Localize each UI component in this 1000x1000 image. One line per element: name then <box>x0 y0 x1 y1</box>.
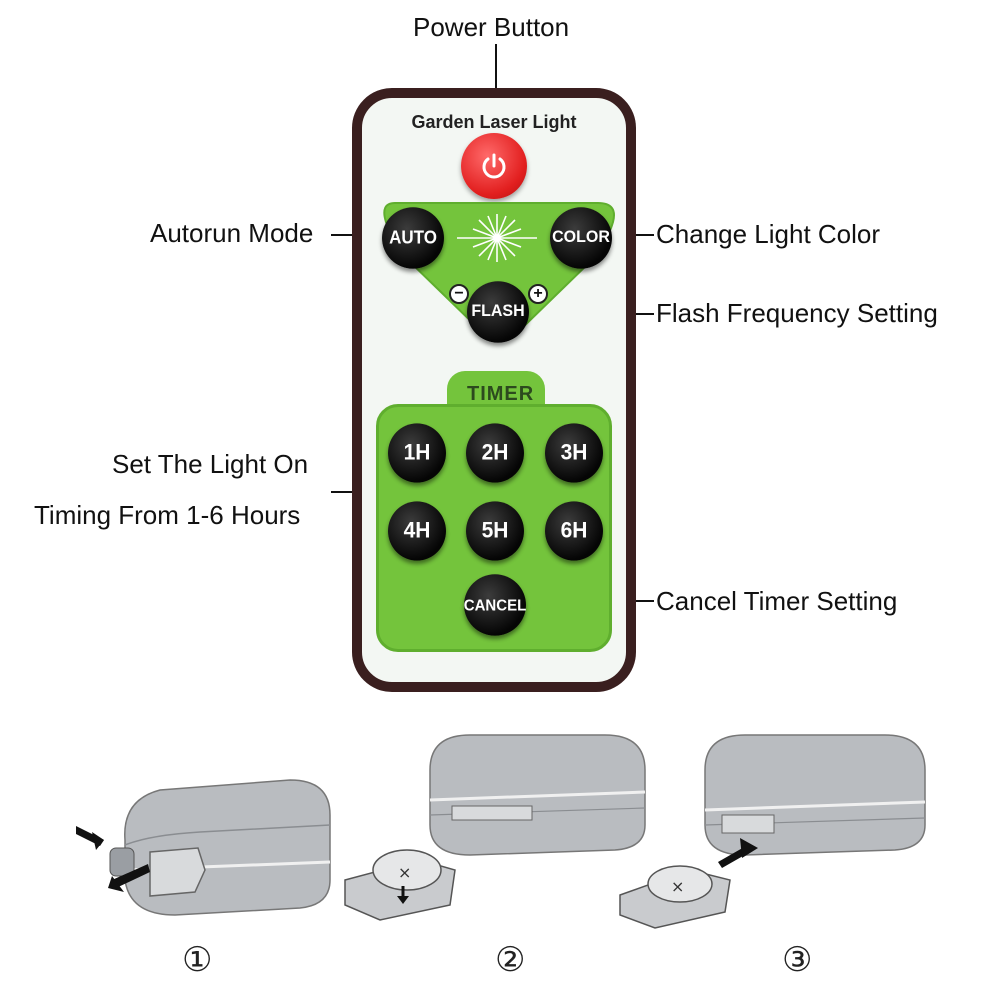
flash-button[interactable]: FLASH <box>467 281 529 343</box>
svg-text:×: × <box>398 863 411 882</box>
change-color-leader-line <box>618 234 654 236</box>
step-1-number: ① <box>182 940 213 980</box>
minus-glyph: − <box>454 285 464 302</box>
flash-minus-icon[interactable]: − <box>449 284 469 304</box>
timer-4h-button[interactable]: 4H <box>388 501 446 561</box>
timer-title: TIMER <box>467 383 535 405</box>
timer-5h-button[interactable]: 5H <box>466 501 524 561</box>
power-icon <box>482 153 506 179</box>
flash-frequency-label: Flash Frequency Setting <box>656 298 938 328</box>
power-button-label: Power Button <box>413 12 570 42</box>
change-light-color-label: Change Light Color <box>656 219 881 249</box>
timer-3h-button[interactable]: 3H <box>545 423 603 483</box>
step3-remote-drawing: × <box>619 734 926 929</box>
color-button[interactable]: COLOR <box>550 207 612 269</box>
brand-name: Garden Laser Light <box>411 112 577 132</box>
timer-description-line2: Timing From 1-6 Hours <box>34 500 301 530</box>
plus-glyph: + <box>533 285 543 302</box>
timer-6h-button[interactable]: 6H <box>545 501 603 561</box>
step-2-number: ② <box>495 940 526 980</box>
timer-2h-button[interactable]: 2H <box>466 423 524 483</box>
svg-text:×: × <box>671 877 684 896</box>
timer-description-line1: Set The Light On <box>112 449 309 479</box>
autorun-mode-label: Autorun Mode <box>150 218 314 248</box>
power-button[interactable] <box>461 133 527 199</box>
flash-plus-icon[interactable]: + <box>528 284 548 304</box>
step-3-number: ③ <box>782 940 813 980</box>
timer-1h-button[interactable]: 1H <box>388 423 446 483</box>
cancel-timer-label: Cancel Timer Setting <box>656 586 898 616</box>
auto-button[interactable]: AUTO <box>382 207 444 269</box>
step1-remote-drawing <box>76 779 331 916</box>
cancel-button[interactable]: CANCEL <box>464 574 526 636</box>
step2-remote-drawing: × <box>344 734 646 921</box>
